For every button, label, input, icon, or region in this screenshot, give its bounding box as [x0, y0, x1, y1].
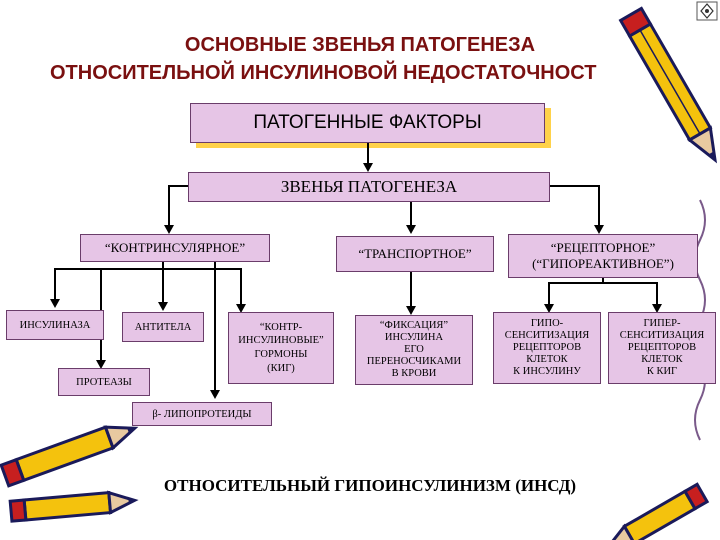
fixation-box: “ФИКСАЦИЯ” ИНСУЛИНА ЕГО ПЕРЕНОСЧИКАМИ В … [355, 315, 473, 385]
connector [216, 268, 242, 270]
arrow-head [652, 304, 662, 313]
receptor-label-2: (“ГИПОРЕАКТИВНОЕ”) [532, 256, 674, 271]
proteases-box: ПРОТЕАЗЫ [58, 368, 150, 396]
arrow-head [544, 304, 554, 313]
links-label: ЗВЕНЬЯ ПАТОГЕНЕЗА [280, 177, 458, 196]
arrow-head [96, 360, 106, 369]
proteases-label: ПРОТЕАЗЫ [76, 376, 132, 388]
connector [168, 185, 188, 187]
lipoproteins-label: β- ЛИПОПРОТЕИДЫ [152, 408, 252, 420]
arrow-head [164, 225, 174, 234]
connector [410, 272, 412, 308]
result-text: ОТНОСИТЕЛЬНЫЙ ГИПОИНСУЛИНИЗМ (ИНСД) [163, 476, 577, 495]
links-box: ЗВЕНЬЯ ПАТОГЕНЕЗА [188, 172, 550, 202]
title-line-1: ОСНОВНЫЕ ЗВЕНЬЯ ПАТОГЕНЕЗА [184, 34, 536, 56]
connector [602, 278, 604, 283]
connector [550, 185, 600, 187]
pencil-bottom-left-icon [0, 425, 139, 488]
connector [548, 282, 658, 284]
insulinase-label: ИНСУЛИНАЗА [19, 319, 91, 331]
connector [240, 268, 242, 306]
connector [598, 185, 600, 227]
pathogenic-factors-box: ПАТОГЕННЫЕ ФАКТОРЫ [190, 103, 545, 143]
connector [367, 143, 369, 165]
hypersensitization-label: ГИПЕР- СЕНСИТИЗАЦИЯ РЕЦЕПТОРОВ КЛЕТОК К … [619, 317, 705, 378]
antibodies-box: АНТИТЕЛА [122, 312, 204, 342]
arrow-head [210, 390, 220, 399]
connector [162, 262, 164, 304]
receptor-box: “РЕЦЕПТОРНОЕ” (“ГИПОРЕАКТИВНОЕ”) [508, 234, 698, 278]
arrow-head [406, 306, 416, 315]
insulinase-box: ИНСУЛИНАЗА [6, 310, 104, 340]
receptor-label-1: “РЕЦЕПТОРНОЕ” [550, 239, 656, 255]
fixation-label: “ФИКСАЦИЯ” ИНСУЛИНА ЕГО ПЕРЕНОСЧИКАМИ В … [366, 319, 462, 380]
contrinsular-hormones-box: “КОНТР- ИНСУЛИНОВЫЕ” ГОРМОНЫ (КИГ) [228, 312, 334, 384]
contrinsular-label: “КОНТРИНСУЛЯРНОЕ” [104, 240, 246, 255]
connector [54, 268, 56, 301]
hyposensitization-label: ГИПО- СЕНСИТИЗАЦИЯ РЕЦЕПТОРОВ КЛЕТОК К И… [504, 317, 590, 378]
arrow-head [158, 302, 168, 311]
contrinsular-box: “КОНТРИНСУЛЯРНОЕ” [80, 234, 270, 262]
arrow-head [50, 299, 60, 308]
antibodies-label: АНТИТЕЛА [134, 321, 192, 333]
title-line-2: ОТНОСИТЕЛЬНОЙ ИНСУЛИНОВОЙ НЕДОСТАТОЧНОСТ [50, 62, 597, 84]
connector [656, 282, 658, 306]
pencil-bottom-right-icon [604, 482, 710, 540]
connector [410, 202, 412, 227]
pathogenic-factors-label: ПАТОГЕННЫЕ ФАКТОРЫ [253, 112, 482, 133]
corner-menu-icon [696, 1, 718, 21]
arrow-head [363, 163, 373, 172]
connector [168, 185, 170, 227]
hyposensitization-box: ГИПО- СЕНСИТИЗАЦИЯ РЕЦЕПТОРОВ КЛЕТОК К И… [493, 312, 601, 384]
contrinsular-hormones-label: “КОНТР- ИНСУЛИНОВЫЕ” ГОРМОНЫ (КИГ) [238, 321, 324, 374]
arrow-head [406, 225, 416, 234]
hypersensitization-box: ГИПЕР- СЕНСИТИЗАЦИЯ РЕЦЕПТОРОВ КЛЕТОК К … [608, 312, 716, 384]
connector [548, 282, 550, 306]
connector [214, 262, 216, 392]
pencil-top-right-icon [618, 6, 718, 164]
transport-label: “ТРАНСПОРТНОЕ” [358, 246, 472, 261]
arrow-head [236, 304, 246, 313]
arrow-head [594, 225, 604, 234]
transport-box: “ТРАНСПОРТНОЕ” [336, 236, 494, 272]
connector [54, 268, 216, 270]
lipoproteins-box: β- ЛИПОПРОТЕИДЫ [132, 402, 272, 426]
pencil-bottom-left-2-icon [8, 490, 139, 523]
